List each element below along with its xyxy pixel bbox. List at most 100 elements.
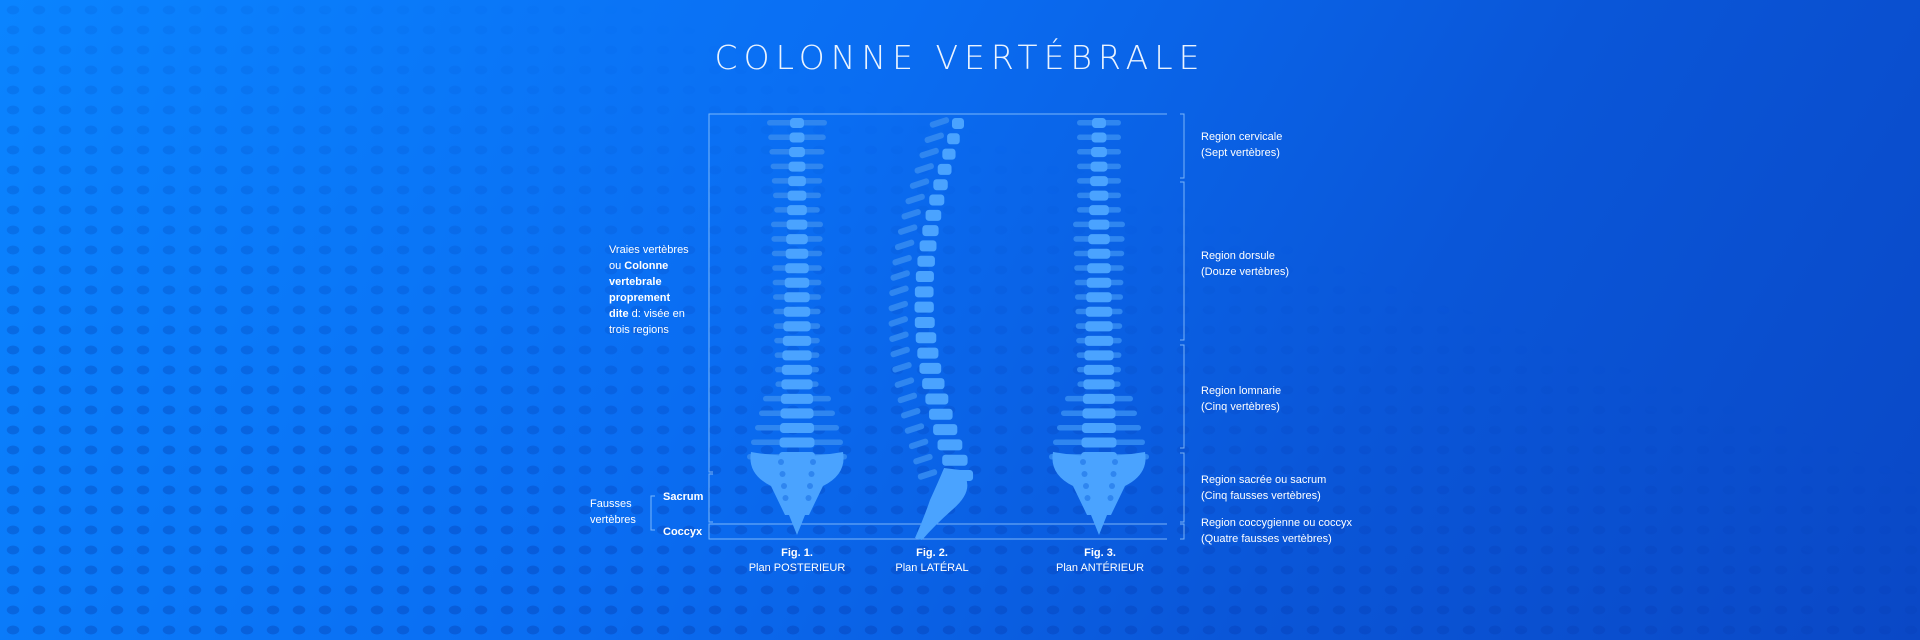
sacral-foramen — [810, 459, 816, 465]
vertebra-body — [785, 263, 809, 274]
frame-lines — [650, 113, 1185, 540]
region-cervical-name: Region cervicale — [1201, 131, 1283, 143]
sacrum-bone — [915, 468, 968, 540]
sacrum-label: Sacrum — [663, 491, 704, 503]
vertebra-process — [888, 300, 909, 312]
vertebra-body — [915, 332, 937, 344]
region-cervical-count: (Sept vertèbres) — [1201, 147, 1280, 159]
fig3-number: Fig. 3. — [1084, 547, 1116, 559]
fausses-line-2: vertèbres — [590, 514, 636, 526]
coccyx-bone — [789, 515, 805, 535]
fig1-number: Fig. 1. — [781, 547, 813, 559]
vertebra-process — [892, 254, 912, 266]
vertebra-body — [942, 148, 956, 160]
sacral-foramen — [807, 483, 813, 489]
vertebra-body — [917, 347, 939, 359]
vertebra-body — [785, 248, 809, 259]
vertebra-body — [933, 424, 958, 436]
page-title: COLONNE VERTÉBRALE — [714, 38, 1206, 77]
region-coccygeal: Region coccygienne ou coccyx (Quatre fau… — [1201, 515, 1352, 547]
vertebra-body — [788, 176, 806, 187]
vertebra-body — [1089, 190, 1109, 201]
vertebra-body — [1086, 277, 1112, 288]
note-line-5-bold: dite — [609, 308, 629, 320]
note-line-1: Vraies vertèbres — [609, 244, 689, 256]
vertebra-body — [1083, 379, 1115, 390]
note-line-4: proprement — [609, 292, 671, 304]
vertebra-body — [1092, 118, 1106, 129]
note-line-3: vertebrale — [609, 276, 662, 288]
region-dorsal-name: Region dorsule — [1201, 250, 1275, 262]
vertebra-body — [1082, 393, 1116, 404]
vertebra-process — [890, 270, 910, 281]
vertebra-body — [782, 350, 812, 361]
vertebra-process — [913, 453, 933, 465]
note-line-5: dite d: visée en — [609, 306, 689, 322]
vertebra-process — [892, 362, 912, 373]
vertebra-process — [924, 132, 944, 144]
region-lumbar: Region lomnarie (Cinq vertèbres) — [1201, 383, 1281, 415]
note-line-2-pre: ou — [609, 260, 625, 272]
vertebra-body — [787, 190, 807, 201]
vertebra-body — [781, 364, 813, 375]
vertebra-body — [1084, 335, 1114, 346]
note-line-6: trois regions — [609, 324, 669, 336]
sacral-foramen — [1109, 483, 1115, 489]
vertebra-body — [922, 378, 945, 390]
vertebra-body — [789, 147, 805, 158]
vertebra-body — [780, 408, 814, 419]
region-sacral: Region sacrée ou sacrum (Cinq fausses ve… — [1201, 472, 1326, 504]
vertebra-body — [942, 454, 968, 466]
fig3-plan: Plan ANTÉRIEUR — [1055, 562, 1145, 574]
vertebra-body — [919, 362, 942, 374]
note-line-2-bold: Colonne — [624, 260, 669, 272]
vertebra-body — [914, 316, 935, 328]
vertebra-body — [1089, 205, 1109, 216]
vertebra-body — [781, 379, 813, 390]
vertebra-body — [1088, 219, 1110, 230]
sacral-foramen — [1110, 471, 1117, 477]
sacral-foramen — [1084, 495, 1091, 501]
vertebra-body — [1081, 422, 1117, 433]
vertebra-body — [786, 219, 808, 230]
vertebra-body — [914, 301, 934, 313]
vertebra-body — [914, 286, 934, 298]
vertebra-process — [888, 316, 909, 327]
sacral-foramen — [778, 459, 784, 465]
sacral-foramen — [1083, 483, 1089, 489]
sacrum-bone — [1052, 452, 1146, 515]
sacral-foramen — [1080, 459, 1086, 465]
vertebra-body — [933, 179, 948, 191]
sacral-foramen — [779, 471, 786, 477]
fausses-line-1: Fausses — [590, 498, 632, 510]
vertebra-body — [937, 163, 952, 175]
vertebra-body — [1082, 408, 1116, 419]
vertebra-process — [894, 377, 915, 388]
region-coccygeal-count: (Quatre fausses vertèbres) — [1201, 533, 1332, 545]
fig3-caption: Fig. 3. Plan ANTÉRIEUR — [1030, 546, 1170, 576]
vertebra-body — [1086, 292, 1112, 303]
vertebra-process — [909, 178, 930, 189]
vertebra-body — [1090, 176, 1108, 187]
sacral-foramen — [1107, 495, 1114, 501]
vertebra-body — [784, 277, 810, 288]
spine-posterior — [747, 118, 847, 535]
region-coccygeal-name: Region coccygienne ou coccyx — [1201, 517, 1353, 529]
spine-lateral — [888, 117, 974, 540]
vertebra-body — [915, 271, 934, 283]
note-line-2: ou Colonne — [609, 258, 689, 274]
vertebra-body — [925, 209, 942, 221]
vertebra-process — [889, 285, 909, 297]
vertebra-process — [889, 331, 909, 342]
vertebra-process — [901, 209, 921, 220]
sacral-foramen — [1112, 459, 1118, 465]
vertebra-body — [1091, 132, 1107, 143]
sacral-foramen — [781, 483, 787, 489]
vertebra-process — [919, 147, 939, 159]
fig2-plan: Plan LATÉRAL — [895, 562, 969, 574]
true-vertebrae-note: Vraies vertèbres ou Colonne vertebrale p… — [609, 242, 689, 338]
sacral-foramen — [782, 495, 789, 501]
vertebra-body — [1083, 364, 1115, 375]
spine-anterior — [1049, 118, 1149, 535]
vertebra-body — [937, 439, 963, 451]
